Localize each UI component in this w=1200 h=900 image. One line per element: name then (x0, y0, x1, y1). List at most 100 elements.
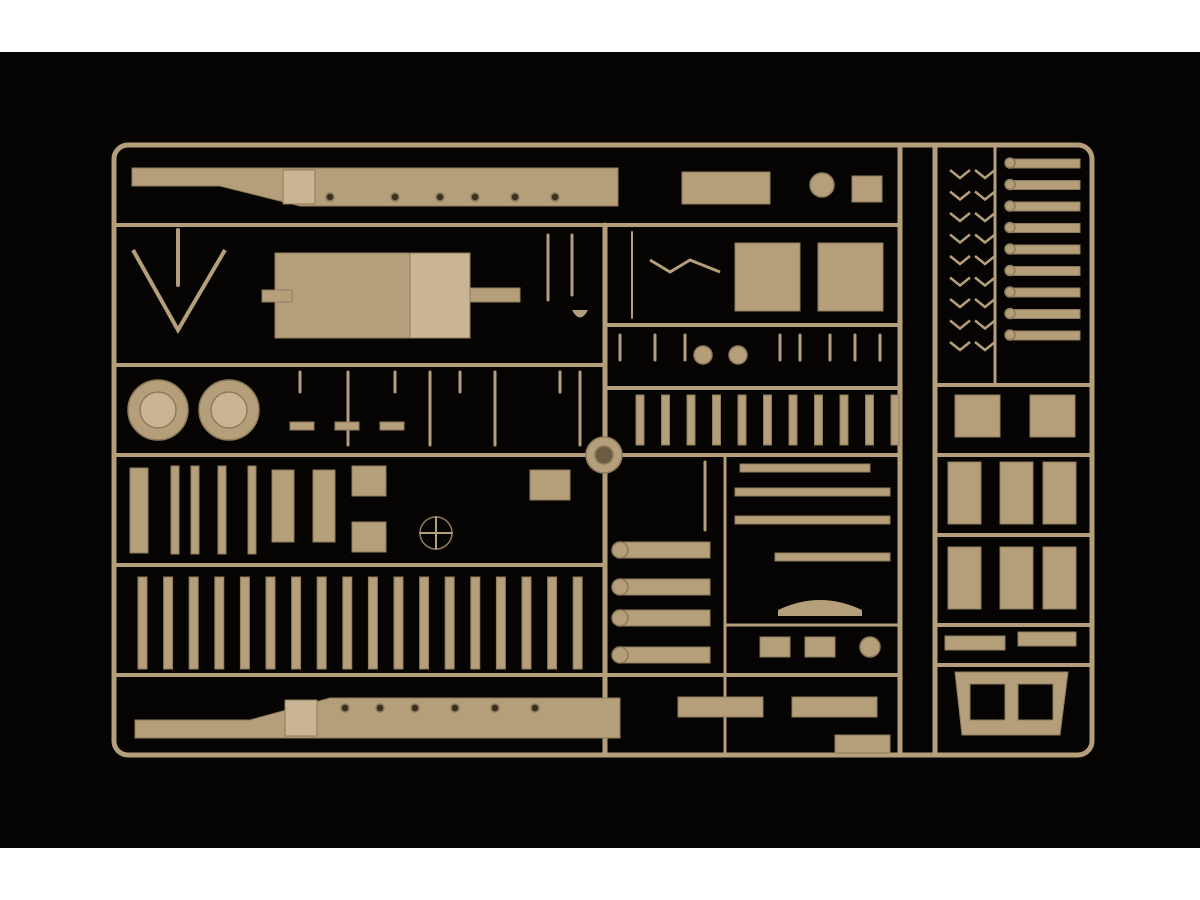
clip-part (974, 298, 996, 309)
clip-part (974, 276, 996, 288)
cylinder-part (619, 541, 711, 559)
chassis-rail-hole (490, 703, 500, 713)
chassis-rail-hole (435, 192, 445, 202)
chassis-rail-hole (410, 703, 420, 713)
rod-part (788, 394, 798, 446)
rod-part (521, 576, 532, 670)
door-panel-part (999, 461, 1034, 525)
rod-part (170, 465, 180, 555)
clip-part (949, 169, 971, 180)
shell-tip (1004, 178, 1016, 191)
clip-part (974, 190, 996, 202)
clip-part (949, 212, 971, 223)
shell-part (1009, 223, 1081, 233)
plate-part (351, 521, 387, 553)
cylinder-end (611, 541, 629, 559)
shell-part (1009, 158, 1081, 169)
shell-part (1009, 309, 1081, 319)
chassis-rail-hole (375, 703, 385, 713)
cylinder-part (619, 578, 711, 596)
shovel-part (572, 310, 588, 318)
bracket-part (129, 467, 149, 554)
rod-part (763, 394, 772, 446)
rod-part (247, 465, 257, 555)
bracket-part (677, 696, 764, 718)
rod-part (686, 394, 696, 446)
tank-part (759, 636, 791, 658)
door-panel-part (999, 546, 1034, 610)
rod-part (572, 576, 583, 670)
clip-part (949, 276, 971, 288)
chassis-rail-hole (530, 703, 540, 713)
clip-part (949, 233, 971, 245)
deck-plate-section (409, 252, 471, 339)
clip-part (949, 341, 971, 352)
clip-part (974, 169, 996, 180)
strip-part (1017, 631, 1077, 647)
rod-part (712, 394, 721, 446)
shell-part (1009, 180, 1081, 190)
chassis-rail-hole (450, 703, 460, 713)
tab-part (834, 734, 891, 754)
rod-part (393, 576, 404, 670)
shell-tip (1004, 243, 1016, 255)
chassis-rail-top (131, 167, 619, 207)
clip-part (974, 341, 996, 352)
deck-plate-hinge (261, 289, 293, 303)
door-panel-part (947, 461, 982, 525)
axle-part (774, 552, 891, 562)
chassis-rail-hole (550, 192, 560, 202)
panel-part (817, 242, 884, 312)
cylinder-part (619, 646, 711, 664)
clip-part (974, 319, 996, 331)
shell-part (1009, 287, 1081, 298)
axle-part (739, 463, 871, 473)
clip-part (949, 319, 971, 331)
small-part (289, 421, 315, 431)
door-panel-part (1042, 461, 1077, 525)
rod-part (419, 576, 430, 670)
shell-tip (1004, 221, 1016, 234)
clip-part (949, 190, 971, 202)
windscreen-opening (1017, 683, 1054, 721)
fitting-part (809, 172, 835, 198)
link-part (649, 258, 721, 274)
rod-part (190, 465, 200, 555)
small-part (379, 421, 405, 431)
leaf-spring-part (778, 600, 862, 616)
shell-tip (1004, 307, 1016, 320)
rod-part (635, 394, 645, 446)
rod-part (547, 576, 558, 670)
clip-part (974, 233, 996, 245)
cylinder-end (611, 578, 629, 596)
shell-tip (1004, 200, 1016, 212)
clip-part (949, 298, 971, 309)
shell-part (1009, 266, 1081, 276)
chassis-rail-hole (510, 192, 520, 202)
rod-part (839, 394, 849, 446)
axle-part (734, 487, 891, 497)
cylinder-end (611, 646, 629, 664)
hatch-part (954, 394, 1001, 438)
chassis-rail-bracket (284, 699, 318, 737)
bracket-part (791, 696, 878, 718)
door-panel-part (947, 546, 982, 610)
windscreen-opening (969, 683, 1006, 721)
clip-part (974, 212, 996, 223)
clip-part (974, 255, 996, 266)
rod-part (239, 576, 250, 670)
door-panel-part (1042, 546, 1077, 610)
rod-part (316, 576, 327, 670)
fitting-part (728, 345, 748, 365)
rod-part (137, 576, 148, 670)
hatch-part (1029, 394, 1076, 438)
chassis-rail-hole (470, 192, 480, 202)
shell-tip (1004, 329, 1016, 341)
fitting-part (693, 345, 713, 365)
rod-part (495, 576, 506, 670)
wheel-hub (139, 391, 177, 429)
rod-part (342, 576, 353, 670)
rod-part (188, 576, 199, 670)
strip-part (944, 635, 1006, 651)
